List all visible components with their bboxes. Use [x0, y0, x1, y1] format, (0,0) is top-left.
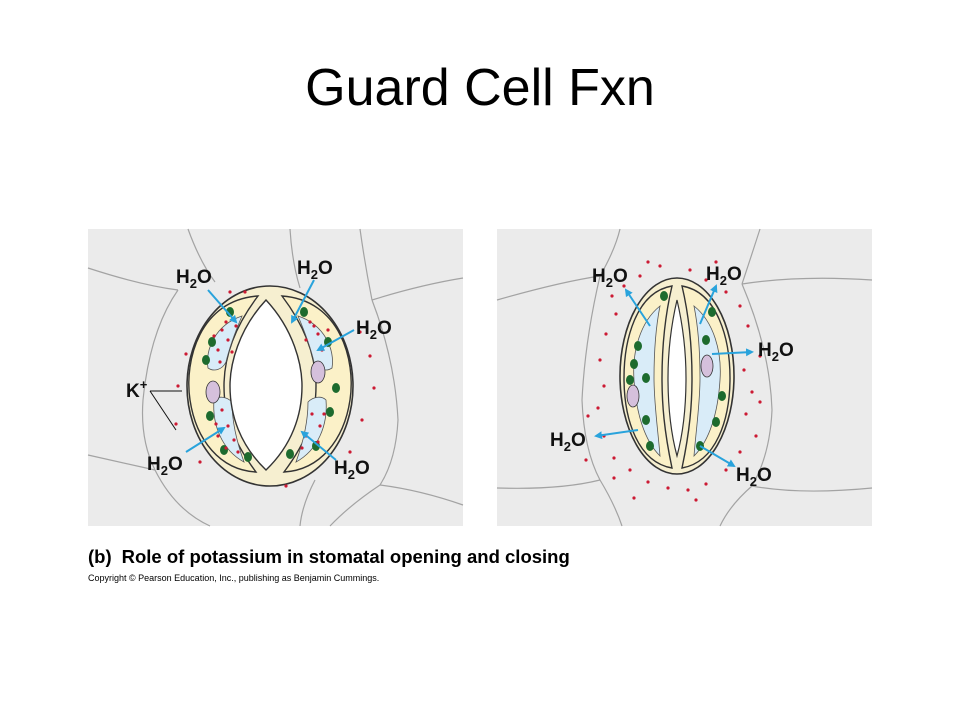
water-outflow-arrows [594, 284, 754, 468]
potassium-ions [584, 260, 762, 502]
water-label: H2O [356, 318, 392, 342]
closed-stomatal-pore [667, 299, 687, 459]
potassium-label: K+ [126, 377, 148, 402]
figure-part-tag: (b) [88, 546, 112, 567]
figure-caption: (b) Role of potassium in stomatal opening… [88, 546, 570, 568]
nucleus [310, 360, 326, 384]
water-label: H2O [147, 454, 183, 478]
water-inflow-arrows [185, 279, 355, 461]
left-guard-cell [188, 295, 260, 473]
slide-title: Guard Cell Fxn [305, 59, 655, 117]
water-label: H2O [592, 266, 628, 290]
figure-caption-text: Role of potassium in stomatal opening an… [121, 546, 570, 567]
water-label: H2O [706, 264, 742, 288]
nucleus [700, 354, 714, 378]
chloroplasts [626, 291, 726, 451]
nucleus [205, 380, 221, 404]
water-label: H2O [297, 258, 333, 282]
open-stoma-panel: H2O H2O H2O H2O H2O K+ [87, 228, 464, 527]
water-label: H2O [736, 465, 772, 489]
epidermal-cell-outlines [496, 228, 873, 527]
nucleus [626, 384, 640, 408]
closed-stoma-panel: H2O H2O H2O H2O H2O [496, 228, 873, 527]
water-label: H2O [550, 430, 586, 454]
water-label: H2O [334, 458, 370, 482]
copyright-notice: Copyright © Pearson Education, Inc., pub… [88, 573, 380, 583]
water-label: H2O [758, 340, 794, 364]
open-stomatal-pore [229, 298, 303, 471]
epidermal-cell-outlines [87, 228, 464, 527]
ion-pointer-lines [149, 390, 182, 431]
water-label: H2O [176, 267, 212, 291]
